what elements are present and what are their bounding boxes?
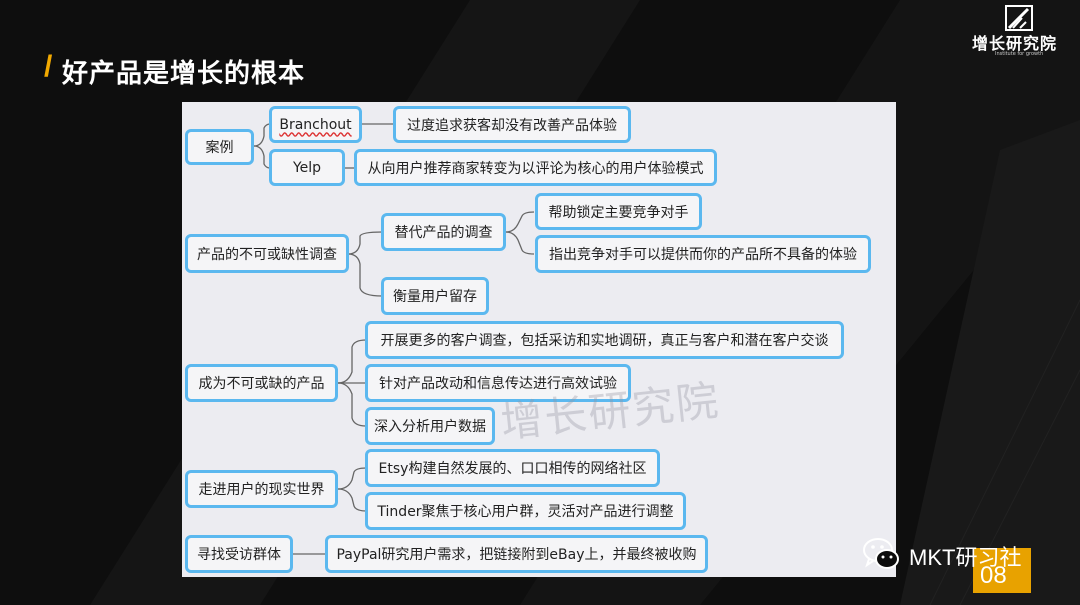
node-competitor-advantages: 指出竞争对手可以提供而你的产品所不具备的体验 — [535, 235, 871, 273]
node-tinder: Tinder聚焦于核心用户群，灵活对产品进行调整 — [365, 492, 686, 530]
node-alternative-product-survey: 替代产品的调查 — [381, 213, 506, 251]
node-etsy: Etsy构建自然发展的、口口相传的网络社区 — [365, 449, 660, 487]
node-yelp-detail: 从向用户推荐商家转变为以评论为核心的用户体验模式 — [354, 149, 717, 186]
node-customer-research: 开展更多的客户调查，包括采访和实地调研，真正与客户和潜在客户交谈 — [365, 321, 844, 359]
growth-institute-logo — [1005, 5, 1033, 31]
logo-tagline: Institute for growth — [995, 51, 1044, 57]
node-paypal: PayPal研究用户需求，把链接附到eBay上，并最终被收购 — [325, 535, 708, 573]
node-find-interviewees: 寻找受访群体 — [185, 535, 293, 573]
mindmap-connectors — [253, 123, 535, 555]
wechat-icon — [863, 538, 899, 569]
logo-name: 增长研究院 — [972, 34, 1058, 53]
mindmap-panel: 案例 Branchout 过度追求获客却没有改善产品体验 Yelp 从向用户推荐… — [182, 102, 896, 577]
page-title: 好产品是增长的根本 — [62, 59, 306, 89]
title-accent-slash: / — [44, 50, 53, 83]
node-efficient-experiments: 针对产品改动和信息传达进行高效试验 — [365, 364, 631, 402]
node-become-indispensable: 成为不可或缺的产品 — [185, 364, 338, 402]
node-users-real-world: 走进用户的现实世界 — [185, 470, 338, 508]
node-case-studies: 案例 — [185, 129, 254, 165]
node-branchout: Branchout — [269, 106, 362, 143]
node-branchout-detail: 过度追求获客却没有改善产品体验 — [393, 106, 631, 143]
node-indispensability-survey: 产品的不可或缺性调查 — [185, 234, 349, 273]
page-number: 08 — [980, 562, 1007, 589]
page-number-box — [973, 548, 1031, 593]
node-identify-competitors: 帮助锁定主要竞争对手 — [535, 193, 702, 230]
node-measure-retention: 衡量用户留存 — [381, 277, 489, 315]
node-analyze-user-data: 深入分析用户数据 — [365, 407, 495, 445]
wechat-account-name: MKT研习社 — [909, 545, 1022, 570]
node-yelp: Yelp — [269, 149, 345, 186]
